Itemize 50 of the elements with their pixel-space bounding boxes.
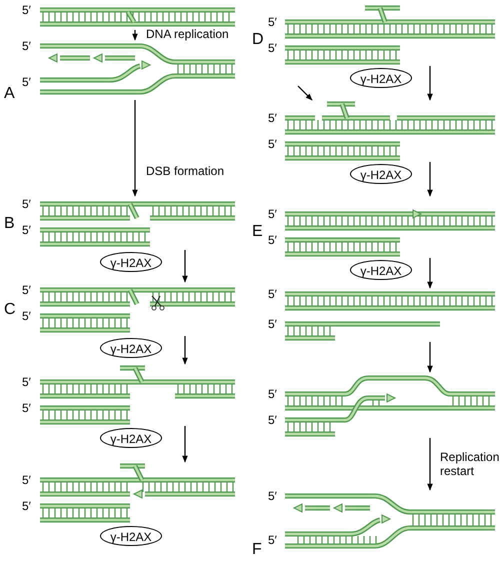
five-prime-label: 5′: [268, 138, 277, 150]
five-prime-label: 5′: [268, 414, 277, 426]
five-prime-label: 5′: [268, 16, 277, 28]
arrow: [182, 336, 188, 365]
five-prime-label: 5′: [22, 284, 31, 296]
five-prime-label: 5′: [22, 310, 31, 322]
edge-label: DNA replication: [146, 27, 229, 41]
five-prime-label: 5′: [22, 224, 31, 236]
five-prime-label: 5′: [268, 42, 277, 54]
five-prime-label: 5′: [268, 318, 277, 330]
protein-oval: γ-H2AX: [100, 252, 162, 272]
arrow: [182, 250, 188, 283]
arrow: [427, 162, 433, 197]
arrow: [427, 66, 433, 101]
five-prime-label: 5′: [22, 376, 31, 388]
edge-label: DSB formation: [146, 164, 224, 178]
arrow: [132, 100, 138, 197]
protein-oval: γ-H2AX: [100, 338, 162, 358]
five-prime-label: 5′: [22, 474, 31, 486]
arrow: [132, 30, 138, 41]
edge-label: Replication restart: [440, 450, 500, 478]
panel-letter: B: [4, 216, 15, 232]
arrow: [182, 426, 188, 463]
arrow: [298, 86, 312, 100]
five-prime-label: 5′: [22, 76, 31, 88]
five-prime-label: 5′: [268, 234, 277, 246]
panel-letter: D: [252, 32, 264, 48]
arrow: [427, 342, 433, 373]
protein-oval: γ-H2AX: [350, 164, 412, 184]
panel-letter: E: [252, 224, 263, 240]
five-prime-label: 5′: [268, 388, 277, 400]
five-prime-label: 5′: [268, 208, 277, 220]
five-prime-label: 5′: [268, 112, 277, 124]
five-prime-label: 5′: [22, 500, 31, 512]
panel-letter: F: [252, 542, 262, 558]
five-prime-label: 5′: [22, 198, 31, 210]
five-prime-label: 5′: [268, 534, 277, 546]
five-prime-label: 5′: [22, 4, 31, 16]
protein-oval: γ-H2AX: [100, 428, 162, 448]
protein-oval: γ-H2AX: [100, 526, 162, 546]
five-prime-label: 5′: [268, 288, 277, 300]
arrow: [427, 438, 433, 491]
panel-letter: C: [4, 302, 16, 318]
protein-oval: γ-H2AX: [350, 68, 412, 88]
five-prime-label: 5′: [22, 402, 31, 414]
protein-oval: γ-H2AX: [350, 260, 412, 280]
panel-letter: A: [4, 86, 15, 102]
five-prime-label: 5′: [268, 490, 277, 502]
five-prime-label: 5′: [22, 40, 31, 52]
arrow: [427, 258, 433, 289]
